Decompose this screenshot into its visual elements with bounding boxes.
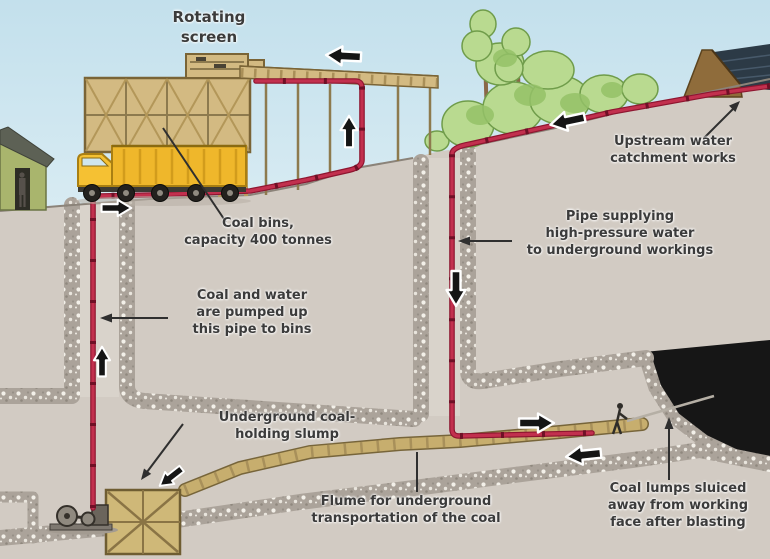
person-in-doorway (19, 172, 26, 207)
rotating-screen-box (185, 53, 265, 79)
coal-face (644, 340, 770, 472)
leader-lines (100, 101, 740, 492)
dump-truck (75, 144, 251, 206)
label-catchment: Upstream water catchment works (610, 134, 736, 166)
trees (424, 9, 659, 152)
label-coal-lumps: Coal lumps sluiced away from working fac… (607, 481, 749, 530)
leader-slump (146, 423, 184, 473)
leader-catchment (703, 108, 734, 139)
truck-wheels (83, 184, 239, 202)
flow-arrow-to-screen (324, 45, 363, 67)
catchment-dam (682, 49, 743, 98)
flow-arrow-shaft-top-right (100, 198, 133, 218)
water-jet (626, 394, 715, 423)
label-slump: Underground coal- holding slump (218, 410, 356, 442)
flow-arrow-into-slump (158, 464, 185, 487)
label-pumped-up: Coal and water are pumped up this pipe t… (192, 288, 312, 337)
flow-arrow-flume-left (564, 444, 603, 466)
flow-arrow-shaft-down (445, 269, 467, 308)
flow-arrow-tunnel-right (517, 412, 556, 434)
flow-arrows (92, 45, 603, 487)
label-rotating-screen: Rotating screen (172, 8, 246, 46)
trestle (239, 65, 439, 195)
flow-arrow-riser-up (339, 114, 359, 149)
leader-coal-bins (162, 127, 227, 223)
flow-arrow-shaft-up (92, 345, 112, 378)
label-coal-bins: Coal bins, capacity 400 tonnes (184, 216, 332, 248)
pump (46, 504, 118, 535)
house (0, 126, 55, 211)
miner (611, 394, 715, 435)
high-pressure-water-pipe (449, 83, 770, 439)
label-flume: Flume for underground transportation of … (311, 494, 501, 526)
flow-arrow-hillside-left (549, 110, 587, 132)
slump-bin (104, 488, 182, 556)
trestle-posts (264, 82, 432, 195)
bin-bracing (85, 78, 250, 152)
coal-bin-structure (83, 53, 439, 200)
label-pipe-supplying: Pipe supplying high-pressure water to un… (526, 209, 714, 258)
